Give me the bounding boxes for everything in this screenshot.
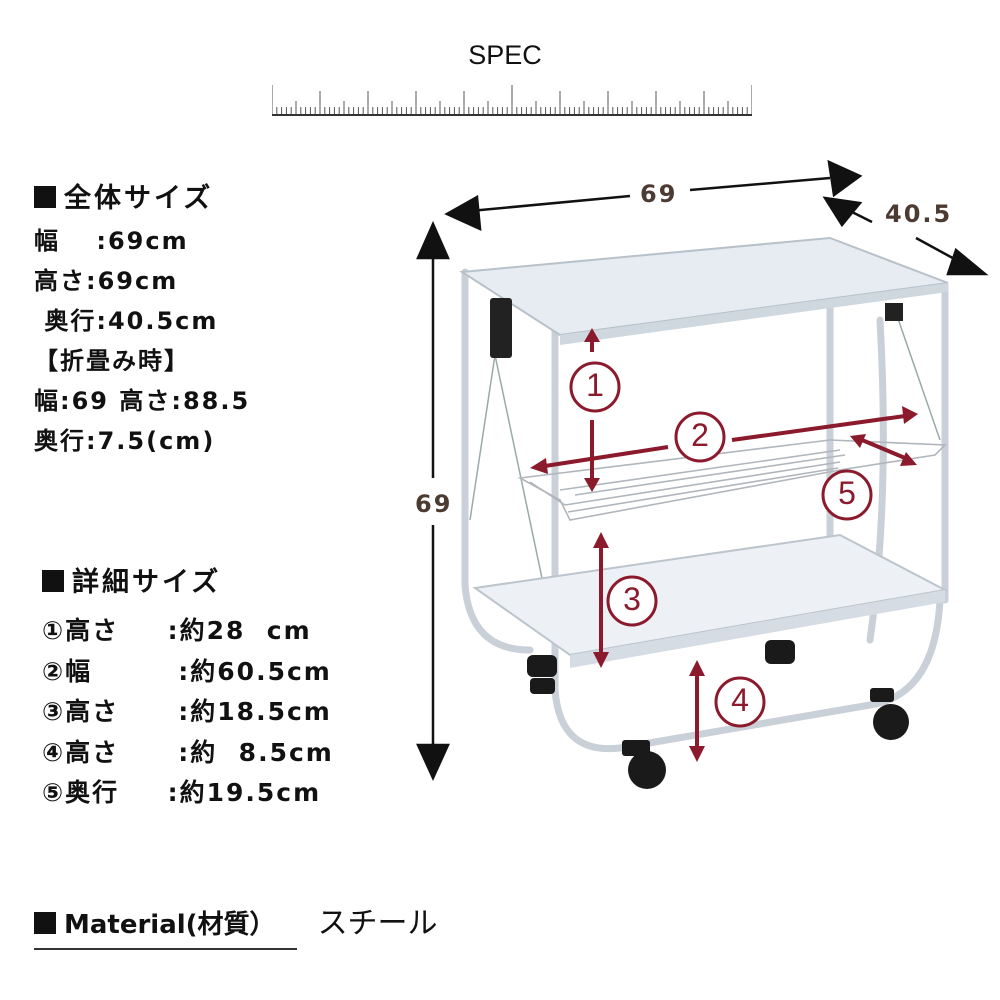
square-bullet-icon xyxy=(34,912,56,934)
material-label: Material(材質） xyxy=(64,910,276,940)
square-bullet-icon xyxy=(34,186,56,208)
detail-row: ④高さ :約 8.5cm xyxy=(42,737,334,767)
marker-circles xyxy=(569,361,873,728)
material-section: Material(材質） スチール xyxy=(34,898,438,942)
detail-row: ③高さ :約18.5cm xyxy=(42,697,332,726)
folded-heading: 【折畳み時】 xyxy=(34,347,190,375)
detail-size-title-text: 詳細サイズ xyxy=(72,567,222,598)
detail-size-title: 詳細サイズ xyxy=(42,560,334,599)
detail-row: ⑤奥行 :約19.5cm xyxy=(42,778,322,807)
overall-row: 幅:69 高さ:88.5 xyxy=(34,387,251,415)
square-bullet-icon xyxy=(42,570,64,592)
cart-illustration xyxy=(461,268,949,753)
overall-row: 奥行:40.5cm xyxy=(34,307,219,335)
caster-wheels xyxy=(527,640,909,789)
overall-size-section: 全体サイズ 幅 :69cm 高さ:69cm 奥行:40.5cm 【折畳み時】 幅… xyxy=(34,176,250,461)
height-dimension-label: 69 xyxy=(415,490,453,518)
detail-size-section: 詳細サイズ ①高さ :約28 cm ②幅 :約60.5cm ③高さ :約18.5… xyxy=(42,560,334,814)
detail-annotations xyxy=(530,328,918,762)
overall-row: 幅 :69cm xyxy=(34,227,189,255)
marker-2: 2 xyxy=(691,417,709,453)
marker-4: 4 xyxy=(731,682,749,718)
material-value: スチール xyxy=(317,906,438,941)
marker-5: 5 xyxy=(838,475,856,511)
overall-row: 奥行:7.5(cm) xyxy=(34,427,216,455)
marker-1: 1 xyxy=(586,367,604,403)
marker-3: 3 xyxy=(623,581,641,617)
page-title: SPEC xyxy=(468,40,542,70)
width-dimension-label: 69 xyxy=(640,180,678,208)
material-underline xyxy=(34,948,297,950)
ruler-decoration xyxy=(272,85,752,116)
overall-row: 高さ:69cm xyxy=(34,267,179,295)
depth-dimension-label: 40.5 xyxy=(885,200,953,228)
overall-size-title-text: 全体サイズ xyxy=(64,183,214,214)
detail-row: ①高さ :約28 cm xyxy=(42,616,312,645)
detail-row: ②幅 :約60.5cm xyxy=(42,656,332,686)
overall-dimension-arrows xyxy=(416,159,989,782)
overall-size-title: 全体サイズ xyxy=(34,176,250,215)
